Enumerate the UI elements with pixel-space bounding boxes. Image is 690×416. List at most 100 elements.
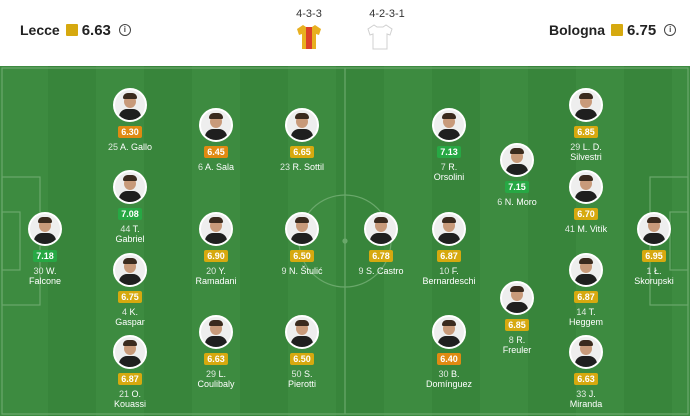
player-avatar — [500, 143, 534, 177]
player-rating: 6.78 — [369, 250, 393, 262]
player-ramadani[interactable]: 6.90 20 Y.Ramadani — [176, 212, 256, 286]
player-name: 9 N. Štulić — [281, 266, 323, 276]
player-name: 6 N. Moro — [497, 197, 537, 207]
player-rating: 6.50 — [290, 250, 314, 262]
pitch: 6.30 25 A. Gallo 6.45 6 A. Sala 6.65 23 … — [0, 66, 690, 416]
player-rating: 6.85 — [574, 126, 598, 138]
home-rating-square-icon — [65, 24, 78, 36]
player-avatar — [432, 315, 466, 349]
player-avatar — [432, 108, 466, 142]
player-orsolini[interactable]: 7.13 7 R.Orsolini — [409, 108, 489, 182]
away-info-icon[interactable]: i — [664, 24, 677, 36]
player-name: 23 R. Sottil — [279, 162, 325, 172]
player-name: 20 Y.Ramadani — [195, 266, 237, 286]
player-rating: 7.18 — [33, 250, 57, 262]
away-rating-square-icon — [611, 24, 623, 36]
player-freuler[interactable]: 6.85 8 R.Freuler — [477, 281, 557, 355]
player-rating: 6.63 — [204, 353, 228, 365]
player-name: 4 K.Gaspar — [115, 307, 145, 327]
player-name: 7 R.Orsolini — [433, 162, 465, 182]
player-sala[interactable]: 6.45 6 A. Sala — [176, 108, 256, 172]
player-name: 33 J.Miranda — [569, 389, 603, 409]
player-avatar — [569, 170, 603, 204]
player-name: 1 Ł.Skorupski — [634, 266, 674, 286]
player-gabriel[interactable]: 7.08 44 T.Gabriel — [90, 170, 170, 244]
player-avatar — [500, 281, 534, 315]
away-shirt-icon — [366, 24, 394, 50]
player-falcone[interactable]: 7.18 30 W.Falcone — [5, 212, 85, 286]
player-rating: 6.87 — [437, 250, 461, 262]
player-name: 30 W.Falcone — [28, 266, 62, 286]
player-rating: 6.50 — [290, 353, 314, 365]
home-formation: 4-3-3 — [296, 8, 322, 20]
player-rating: 6.65 — [290, 146, 314, 158]
player-name: 25 A. Gallo — [107, 142, 153, 152]
player-silvestri[interactable]: 6.85 29 L. D.Silvestri — [546, 88, 626, 162]
player-pierotti[interactable]: 6.50 50 S.Pierotti — [262, 315, 342, 389]
player-avatar — [637, 212, 671, 246]
away-formation: 4-2-3-1 — [369, 8, 405, 20]
home-info-icon[interactable]: i — [118, 24, 131, 36]
player-rating: 6.87 — [574, 291, 598, 303]
player-avatar — [113, 88, 147, 122]
home-shirt-icon — [295, 24, 323, 50]
player-name: 41 M. Vitík — [564, 224, 608, 234]
player-stulic[interactable]: 6.50 9 N. Štulić — [262, 212, 342, 276]
player-sottil[interactable]: 6.65 23 R. Sottil — [262, 108, 342, 172]
player-bernardeschi[interactable]: 6.87 10 F.Bernardeschi — [409, 212, 489, 286]
player-avatar — [199, 212, 233, 246]
player-moro[interactable]: 7.15 6 N. Moro — [477, 143, 557, 207]
away-team-name: Bologna — [549, 22, 605, 38]
player-avatar — [432, 212, 466, 246]
player-kouassi[interactable]: 6.87 21 O.Kouassi — [90, 335, 170, 409]
player-rating: 6.40 — [437, 353, 461, 365]
player-castro[interactable]: 6.78 9 S. Castro — [341, 212, 421, 276]
player-name: 44 T.Gabriel — [115, 224, 145, 244]
player-gallo[interactable]: 6.30 25 A. Gallo — [90, 88, 170, 152]
player-rating: 6.63 — [574, 373, 598, 385]
player-avatar — [199, 315, 233, 349]
player-rating: 6.45 — [204, 146, 228, 158]
home-team-summary: Lecce 6.63 i — [20, 20, 131, 40]
player-avatar — [569, 335, 603, 369]
player-name: 6 A. Sala — [197, 162, 235, 172]
player-name: 14 T.Heggem — [568, 307, 604, 327]
player-rating: 6.95 — [642, 250, 666, 262]
player-rating: 7.15 — [505, 181, 529, 193]
away-team-rating: 6.75 — [627, 21, 657, 39]
player-vitik[interactable]: 6.70 41 M. Vitík — [546, 170, 626, 234]
player-skorupski[interactable]: 6.95 1 Ł.Skorupski — [614, 212, 690, 286]
player-avatar — [569, 253, 603, 287]
player-name: 30 B.Domínguez — [425, 369, 473, 389]
player-rating: 6.70 — [574, 208, 598, 220]
player-avatar — [113, 335, 147, 369]
player-rating: 7.13 — [437, 146, 461, 158]
player-coulibaly[interactable]: 6.63 29 L.Coulibaly — [176, 315, 256, 389]
pitch-markings — [1, 67, 689, 415]
player-avatar — [285, 212, 319, 246]
player-rating: 6.75 — [118, 291, 142, 303]
match-header: Lecce 6.63 i 4-3-3 4-2-3-1 Bologna 6.75 … — [0, 0, 690, 66]
player-avatar — [28, 212, 62, 246]
player-rating: 6.87 — [118, 373, 142, 385]
player-rating: 6.85 — [505, 319, 529, 331]
home-team-rating: 6.63 — [81, 21, 111, 39]
player-name: 10 F.Bernardeschi — [422, 266, 476, 286]
player-gaspar[interactable]: 6.75 4 K.Gaspar — [90, 253, 170, 327]
player-name: 8 R.Freuler — [502, 335, 532, 355]
player-rating: 6.90 — [204, 250, 228, 262]
player-avatar — [113, 253, 147, 287]
player-name: 21 O.Kouassi — [113, 389, 147, 409]
player-heggem[interactable]: 6.87 14 T.Heggem — [546, 253, 626, 327]
player-dominguez[interactable]: 6.40 30 B.Domínguez — [409, 315, 489, 389]
player-avatar — [199, 108, 233, 142]
home-team-name: Lecce — [20, 22, 60, 38]
player-avatar — [285, 108, 319, 142]
player-name: 29 L. D.Silvestri — [570, 142, 602, 162]
away-team-summary: Bologna 6.75 i — [549, 20, 677, 40]
player-miranda[interactable]: 6.63 33 J.Miranda — [546, 335, 626, 409]
player-avatar — [364, 212, 398, 246]
player-avatar — [285, 315, 319, 349]
player-name: 29 L.Coulibaly — [197, 369, 235, 389]
player-rating: 7.08 — [118, 208, 142, 220]
